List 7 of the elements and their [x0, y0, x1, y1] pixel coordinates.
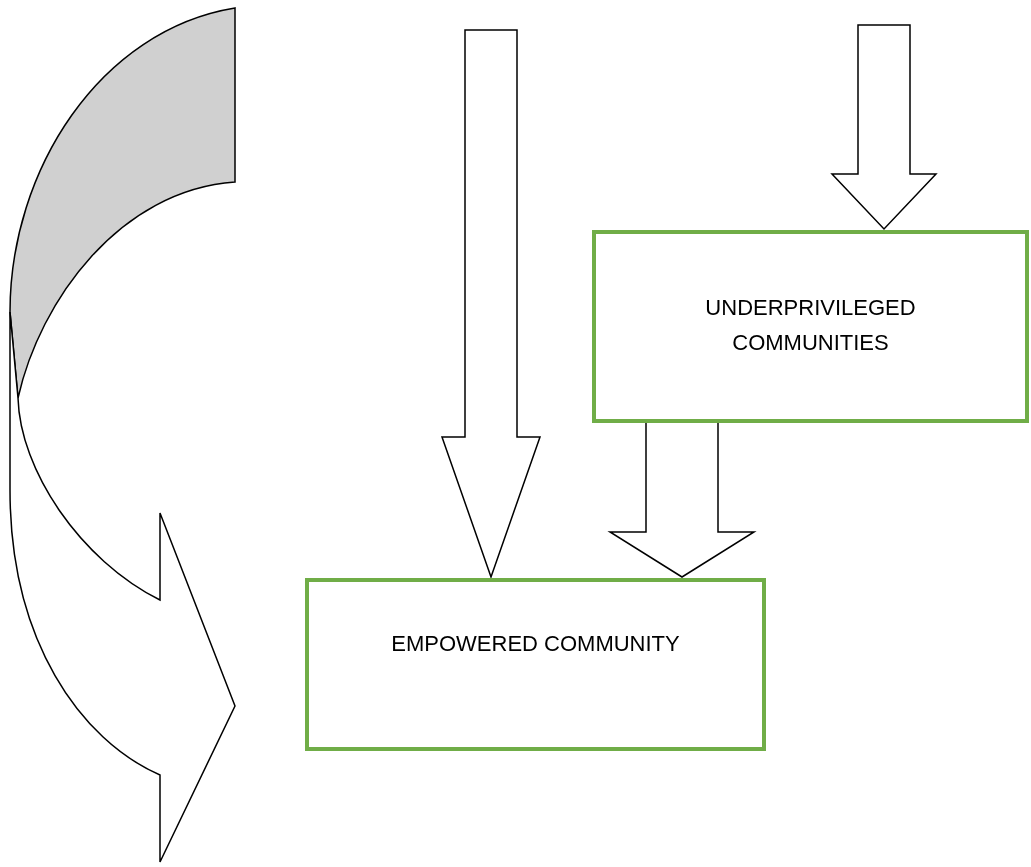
box-label: UNDERPRIVILEGED COMMUNITIES	[704, 294, 917, 358]
text-box	[592, 230, 1029, 423]
block-arrow	[830, 24, 938, 231]
text-box	[305, 578, 766, 751]
box-label: EMPOWERED COMMUNITY	[391, 630, 680, 658]
block-arrow	[440, 29, 542, 580]
block-arrow	[607, 420, 757, 578]
